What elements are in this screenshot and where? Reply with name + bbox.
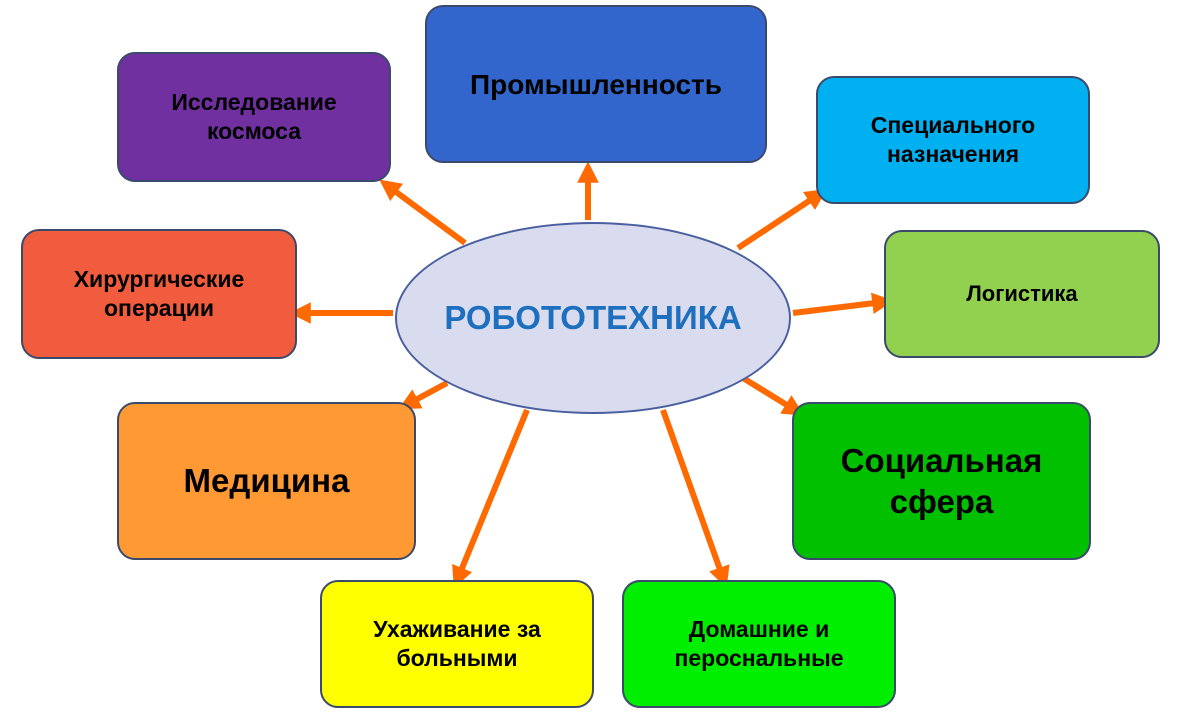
node-care: Ухаживание за больными	[320, 580, 594, 708]
node-medicine: Медицина	[117, 402, 416, 560]
node-logistics-label: Логистика	[966, 281, 1078, 307]
node-space-label: Исследование космоса	[171, 89, 337, 144]
arrow-logistics	[792, 292, 894, 316]
center-ellipse: РОБОТОТЕХНИКА	[395, 222, 791, 414]
node-social: Социальная сфера	[792, 402, 1091, 560]
node-care-label: Ухаживание за больными	[373, 616, 541, 671]
arrow-home	[660, 408, 730, 589]
node-industry: Промышленность	[425, 5, 767, 163]
node-special: Специального назначения	[816, 76, 1090, 204]
node-home-label: Домашние и пероснальные	[674, 616, 844, 671]
node-special-label: Специального назначения	[870, 112, 1036, 167]
arrow-medicine	[398, 380, 449, 410]
node-surgery-label: Хирургические операции	[73, 266, 245, 321]
arrow-care	[452, 408, 530, 588]
arrow-special	[736, 189, 828, 251]
node-space: Исследование космоса	[117, 52, 391, 182]
node-medicine-label: Медицина	[183, 462, 350, 500]
node-surgery: Хирургические операции	[21, 229, 297, 359]
node-logistics: Логистика	[884, 230, 1160, 358]
node-social-label: Социальная сфера	[840, 441, 1043, 520]
center-label: РОБОТОТЕХНИКА	[444, 299, 742, 336]
arrow-social	[741, 375, 805, 416]
node-industry-label: Промышленность	[470, 68, 722, 100]
arrow-space	[379, 179, 467, 246]
node-home: Домашние и пероснальные	[622, 580, 896, 708]
